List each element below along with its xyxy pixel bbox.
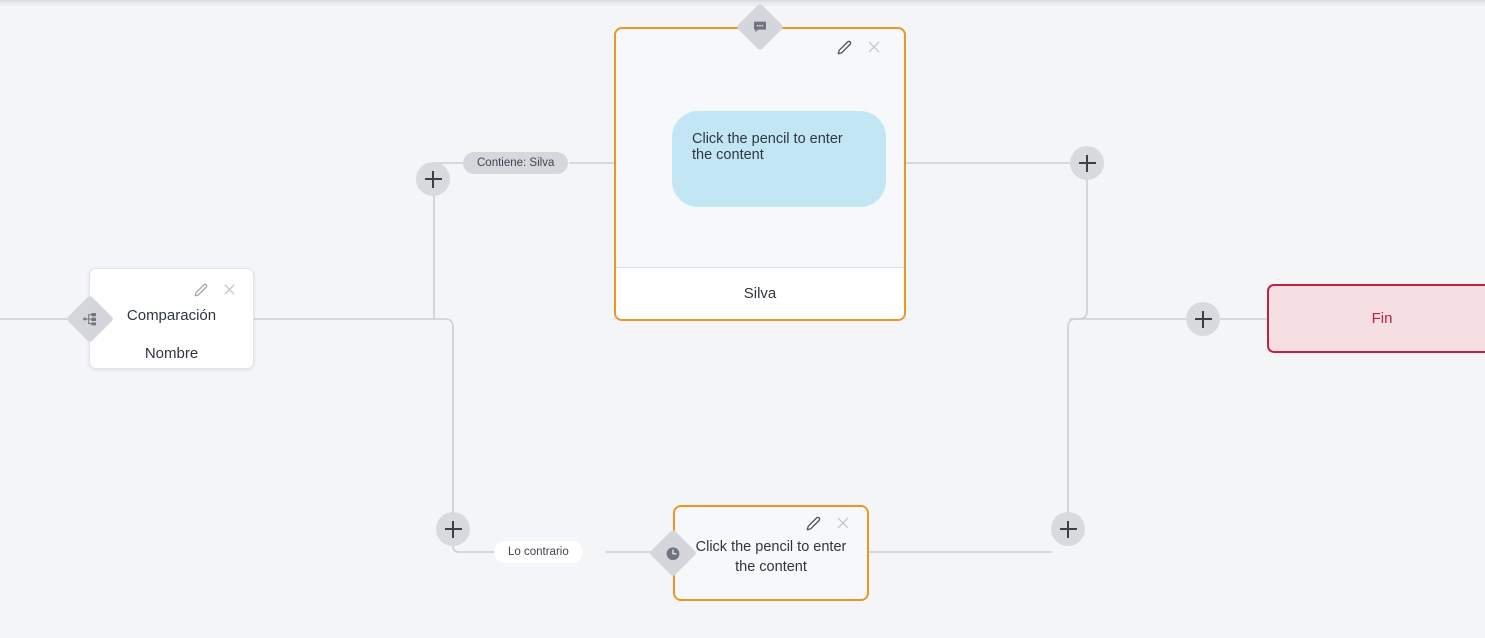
node-message-silva[interactable]: Click the pencil to enter the content Si… xyxy=(614,27,906,321)
clock-icon-diamond[interactable] xyxy=(648,528,698,578)
edit-pencil-icon[interactable] xyxy=(194,283,208,297)
branch-icon xyxy=(82,311,98,327)
close-icon[interactable] xyxy=(835,515,851,531)
node-message-wait[interactable]: Click the pencil to enter the content xyxy=(673,505,869,601)
edge-false-left xyxy=(452,545,497,553)
message-node-2-actions xyxy=(806,515,851,531)
add-step-button-branch-true[interactable] xyxy=(416,162,450,196)
add-step-button-before-end[interactable] xyxy=(1186,302,1220,336)
message-node-footer: Silva xyxy=(616,267,904,319)
message-node-1-actions xyxy=(837,39,882,55)
comparison-node-actions xyxy=(194,282,237,297)
add-step-button-after-message-2[interactable] xyxy=(1051,512,1085,546)
edge-label-branch-true[interactable]: Contiene: Silva xyxy=(463,152,569,174)
node-end[interactable]: Fin xyxy=(1267,284,1485,353)
edge-split-down xyxy=(444,318,454,513)
message-bubble[interactable]: Click the pencil to enter the content xyxy=(672,111,886,207)
edge-merge-bottom xyxy=(1067,318,1187,513)
close-icon[interactable] xyxy=(866,39,882,55)
edge-merge-top xyxy=(1069,179,1088,320)
speech-bubble-icon-diamond[interactable] xyxy=(735,2,785,52)
edit-pencil-icon[interactable] xyxy=(837,40,852,55)
comparison-title-line-1: Comparación xyxy=(126,307,217,324)
message-node-2-text[interactable]: Click the pencil to enter the content xyxy=(695,539,847,575)
close-icon[interactable] xyxy=(222,282,237,297)
clock-icon xyxy=(665,545,682,562)
node-comparison[interactable]: Comparación Nombre xyxy=(89,268,254,369)
add-step-button-after-message-1[interactable] xyxy=(1070,146,1104,180)
edit-pencil-icon[interactable] xyxy=(806,516,821,531)
speech-bubble-icon xyxy=(752,19,768,35)
edge-label-branch-false[interactable]: Lo contrario xyxy=(494,541,583,563)
comparison-title-line-2: Nombre xyxy=(144,345,199,362)
comparison-title-block: Comparación Nombre xyxy=(90,297,253,373)
branch-icon-diamond[interactable] xyxy=(65,294,115,344)
add-step-button-branch-false[interactable] xyxy=(436,512,470,546)
